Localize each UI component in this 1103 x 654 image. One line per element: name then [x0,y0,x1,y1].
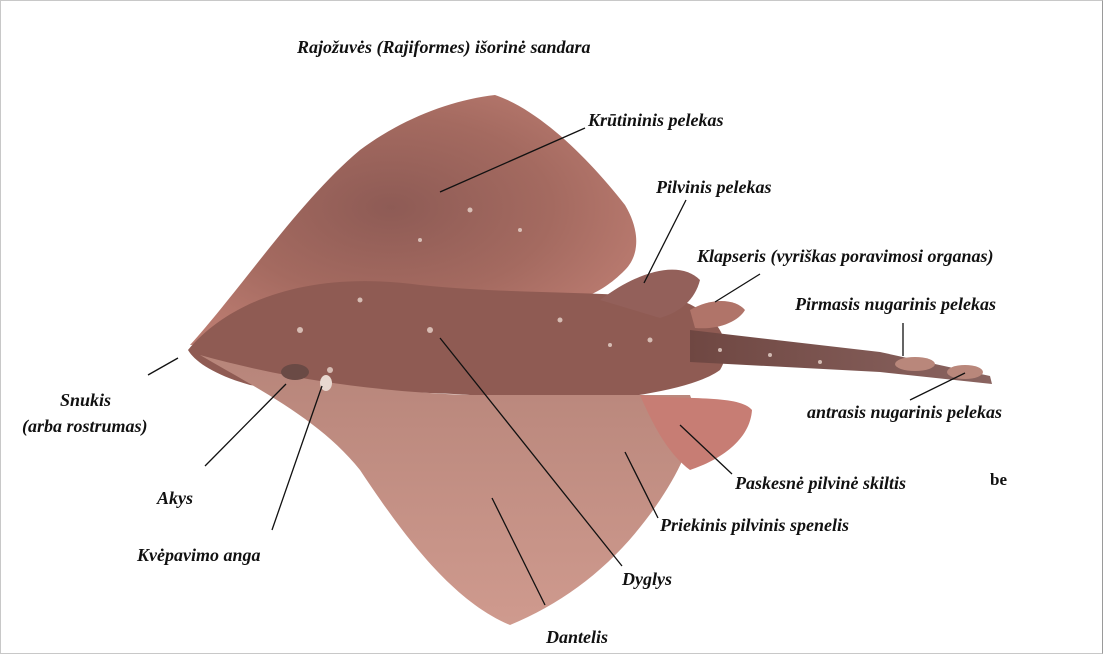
label-be: be [990,470,1007,490]
leader-snukis [148,358,178,375]
label-antrasis-nugarinis: antrasis nugarinis pelekas [807,402,1002,422]
leader-klapseris [715,274,760,302]
label-krutininis-pelekas: Krūtininis pelekas [588,110,724,130]
leader-dantelis [492,498,545,605]
leader-krutininis [440,128,585,192]
label-kvepavimo-anga: Kvėpavimo anga [137,545,261,565]
label-snukis: Snukis [60,390,111,410]
leader-pilvinis [644,200,686,283]
leader-antrasis [910,373,965,400]
label-paskesne-pilvine-skiltis: Paskesnė pilvinė skiltis [735,473,906,493]
label-akys: Akys [157,488,193,508]
label-arba-rostrumas: (arba rostrumas) [22,416,148,436]
label-pirmasis-nugarinis: Pirmasis nugarinis pelekas [795,294,996,314]
label-pilvinis-pelekas: Pilvinis pelekas [656,177,772,197]
diagram-title: Rajožuvės (Rajiformes) išorinė sandara [297,37,591,57]
label-dantelis: Dantelis [546,627,608,647]
leader-akys [205,384,286,466]
leader-dyglys [440,338,622,566]
leader-priekinis [625,452,658,518]
label-klapseris: Klapseris (vyriškas poravimosi organas) [697,246,994,266]
label-dyglys: Dyglys [622,569,672,589]
leader-paskesne [680,425,732,474]
label-priekinis-pilvinis-spenelis: Priekinis pilvinis spenelis [660,515,849,535]
leader-kvepavimo [272,386,322,530]
